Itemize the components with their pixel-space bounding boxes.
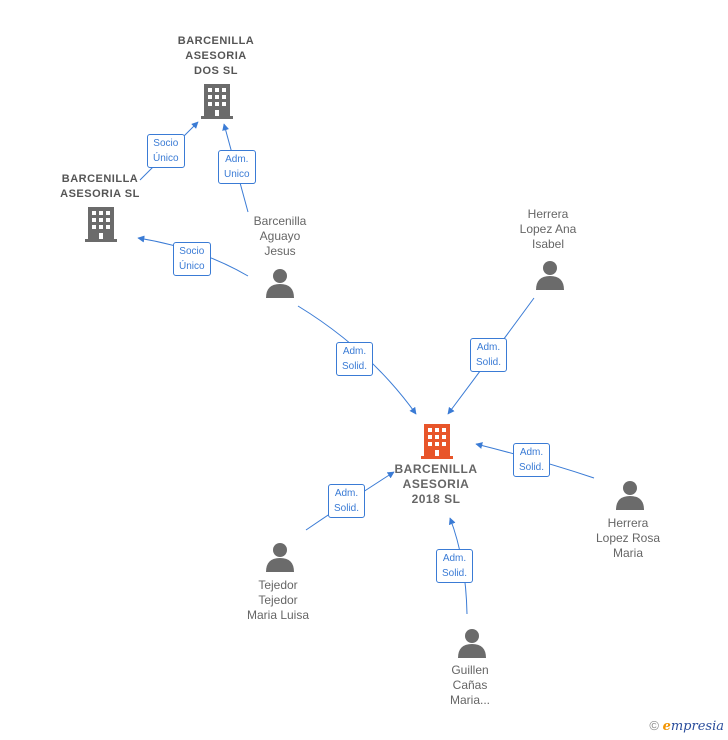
edge-label-socio-unico: Socio Único [173,242,211,276]
node-label-herrera-lopez-ana-isabel[interactable]: Herrera Lopez Ana Isabel [519,207,577,251]
edge-label-adm-solid: Adm. Solid. [328,484,366,518]
empresia-logo[interactable]: © empresia [649,718,724,734]
copyright-symbol: © [649,718,659,733]
main-building-icon [421,424,453,459]
person-icon [266,269,294,298]
person-icon [266,543,294,572]
person-icon [458,629,486,658]
node-label-tejedor-tejedor-maria-luisa[interactable]: Tejedor Tejedor Maria Luisa [246,578,310,622]
node-label-barcenilla-asesoria-2018[interactable]: BARCENILLA ASESORIA 2018 SL [394,462,478,506]
edge-label-adm-solid: Adm. Solid. [336,342,374,376]
brand-name: empresia [662,719,724,734]
building-icon [85,207,117,242]
node-label-barcenilla-asesoria-dos[interactable]: BARCENILLA ASESORIA DOS SL [177,35,255,77]
edge-label-adm-solid: Adm. Solid. [470,338,508,372]
node-label-herrera-lopez-rosa-maria[interactable]: Herrera Lopez Rosa Maria [595,516,661,560]
person-icon [616,481,644,510]
edge-label-adm-solid: Adm. Solid. [436,549,474,583]
building-icon [201,84,233,119]
node-label-barcenilla-asesoria[interactable]: BARCENILLA ASESORIA SL [60,173,140,200]
person-icon [536,261,564,290]
node-label-guillen-canas-maria[interactable]: Guillen Cañas Maria... [449,663,490,707]
edge-label-adm-solid: Adm. Solid. [513,443,551,477]
edge-label-adm-unico: Adm. Unico [218,150,256,184]
node-label-barcenilla-aguayo-jesus[interactable]: Barcenilla Aguayo Jesus [253,214,307,258]
edge-label-socio-unico: Socio Único [147,134,185,168]
